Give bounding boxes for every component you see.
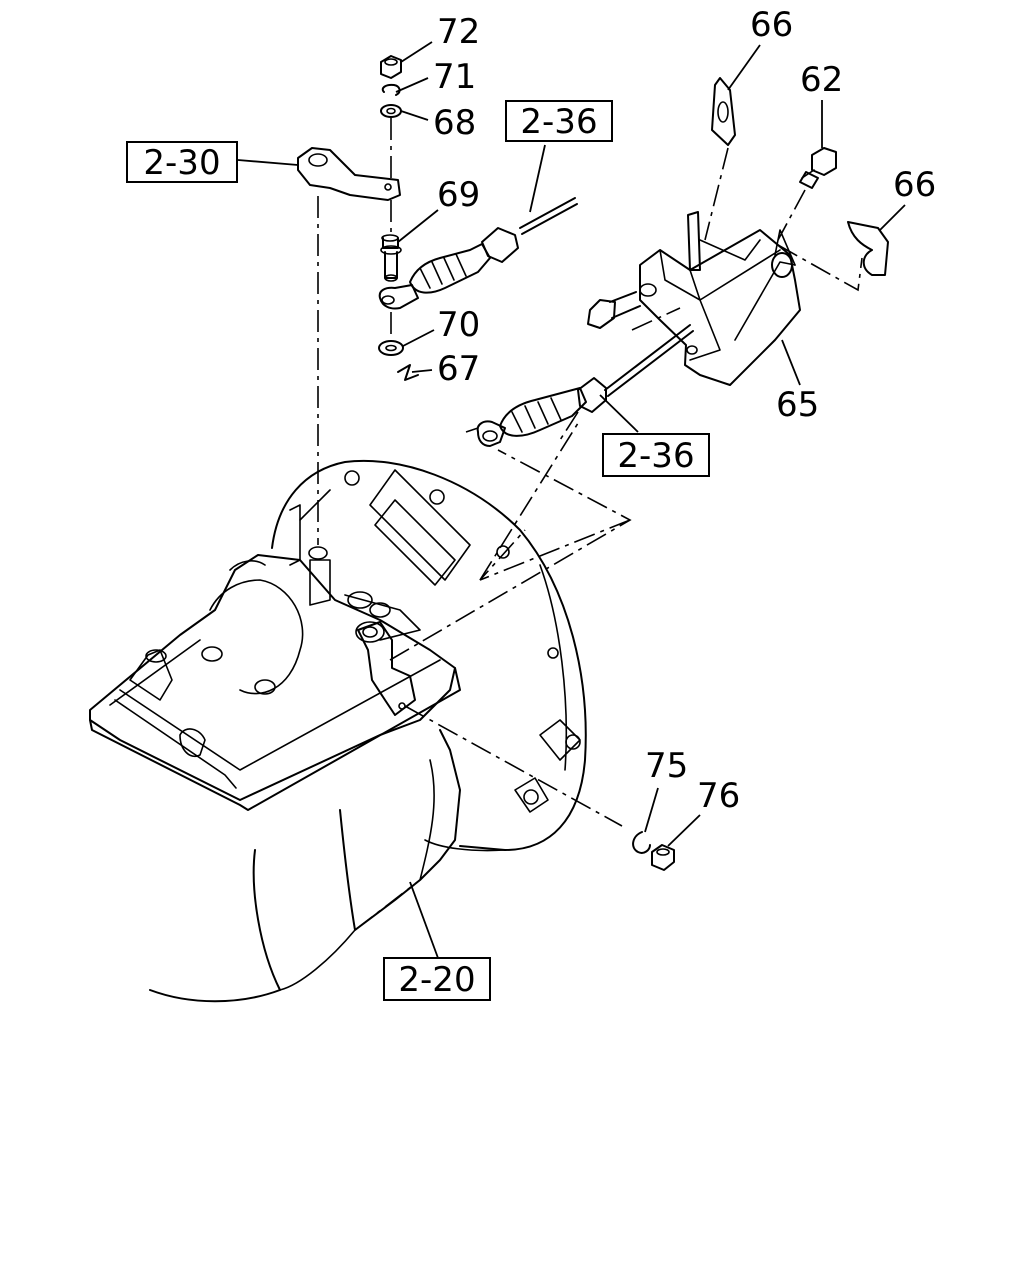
callout-72: 72 [437, 12, 480, 52]
ref-label: 2-20 [398, 960, 475, 1000]
hardware-stack [378, 55, 419, 381]
snap-ring-75 [632, 831, 651, 854]
link-arm [297, 147, 401, 201]
callout-62: 62 [800, 60, 843, 100]
callout-65: 65 [776, 385, 819, 425]
washer-70 [378, 340, 404, 356]
lower-cable [465, 324, 694, 447]
upper-cable [378, 197, 578, 310]
shift-lever-assembly [355, 621, 416, 716]
callout-66-upper: 66 [750, 5, 793, 45]
clip-71 [381, 83, 401, 96]
callout-75: 75 [645, 746, 688, 786]
callout-76: 76 [697, 776, 740, 816]
ref-box-2-36-top: 2-36 [505, 100, 613, 142]
ref-box-2-30: 2-30 [126, 141, 238, 183]
callout-69: 69 [437, 175, 480, 215]
nut-72 [380, 55, 402, 79]
nut-76 [651, 844, 675, 871]
transmission-housing [89, 459, 587, 1003]
clip-66-upper [711, 77, 736, 146]
ref-box-2-20: 2-20 [383, 957, 491, 1001]
ref-label: 2-36 [520, 102, 597, 142]
pin-69 [380, 234, 402, 282]
ref-label: 2-36 [617, 436, 694, 476]
leader-lines [237, 41, 906, 959]
callout-71: 71 [433, 57, 476, 97]
center-lines [317, 147, 863, 827]
callout-labels: 72 71 68 69 70 67 66 62 66 65 75 76 [433, 5, 936, 816]
callout-68: 68 [433, 103, 476, 143]
callout-70: 70 [437, 305, 480, 345]
ref-box-2-36-mid: 2-36 [602, 433, 710, 477]
washer-68 [380, 104, 402, 118]
clip-66-right [847, 221, 889, 276]
bolt-62 [799, 147, 837, 189]
bolt [587, 291, 681, 331]
callout-67: 67 [437, 349, 480, 389]
bracket-65 [639, 211, 801, 386]
ref-label: 2-30 [143, 143, 220, 183]
callout-66-right: 66 [893, 165, 936, 205]
split-pin-67 [397, 364, 419, 381]
